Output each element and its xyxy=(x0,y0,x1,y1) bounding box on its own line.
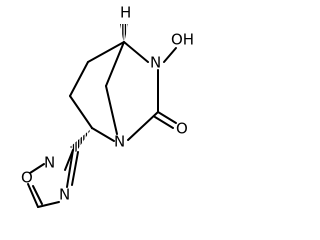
bond-ring-c5-o-2 xyxy=(32,185,43,205)
bond-carbonyl-o-2 xyxy=(154,116,174,129)
bond-n-hydroxy-oh xyxy=(163,47,177,63)
bond-c1-c2 xyxy=(87,41,125,63)
bond-carbonyl-n-bridge xyxy=(127,111,159,141)
atom-o-hydroxy: OH xyxy=(171,31,194,49)
bond-c4-n-bridge xyxy=(91,127,115,142)
bond-ring-c3-n-lower-1 xyxy=(66,149,74,188)
molecule-structure: H N OH N O N O N xyxy=(21,4,194,208)
bond-ring-o-n-upper xyxy=(29,163,45,174)
bond-ring-c3-n-lower-2 xyxy=(71,151,79,186)
bond-bridge-ch2-bottom xyxy=(105,85,118,135)
atom-o-ring: O xyxy=(21,169,33,187)
atom-n-ring-lower: N xyxy=(59,186,70,204)
atom-o-carbonyl: O xyxy=(176,120,188,138)
atom-n-ring-upper: N xyxy=(44,154,55,172)
bond-c1-n-hydroxy xyxy=(123,41,149,63)
bond-c2-c3 xyxy=(69,61,89,97)
bond-ring-n-lower-c5 xyxy=(37,201,60,208)
bond-bridge-ch2-top xyxy=(105,41,125,87)
atom-h-stereo: H xyxy=(120,4,131,22)
atom-n-hydroxy: N xyxy=(150,54,161,72)
bond-c3-c4 xyxy=(69,95,93,129)
stereo-hash-bond-oxadiazole xyxy=(70,128,92,152)
atom-n-bridge: N xyxy=(114,133,125,151)
bond-carbonyl-o-1 xyxy=(157,111,177,124)
stereo-hash-bond-h xyxy=(120,24,128,44)
bond-ring-c5-o-1 xyxy=(27,183,39,208)
structure-canvas: H N OH N O N O N xyxy=(21,4,194,208)
